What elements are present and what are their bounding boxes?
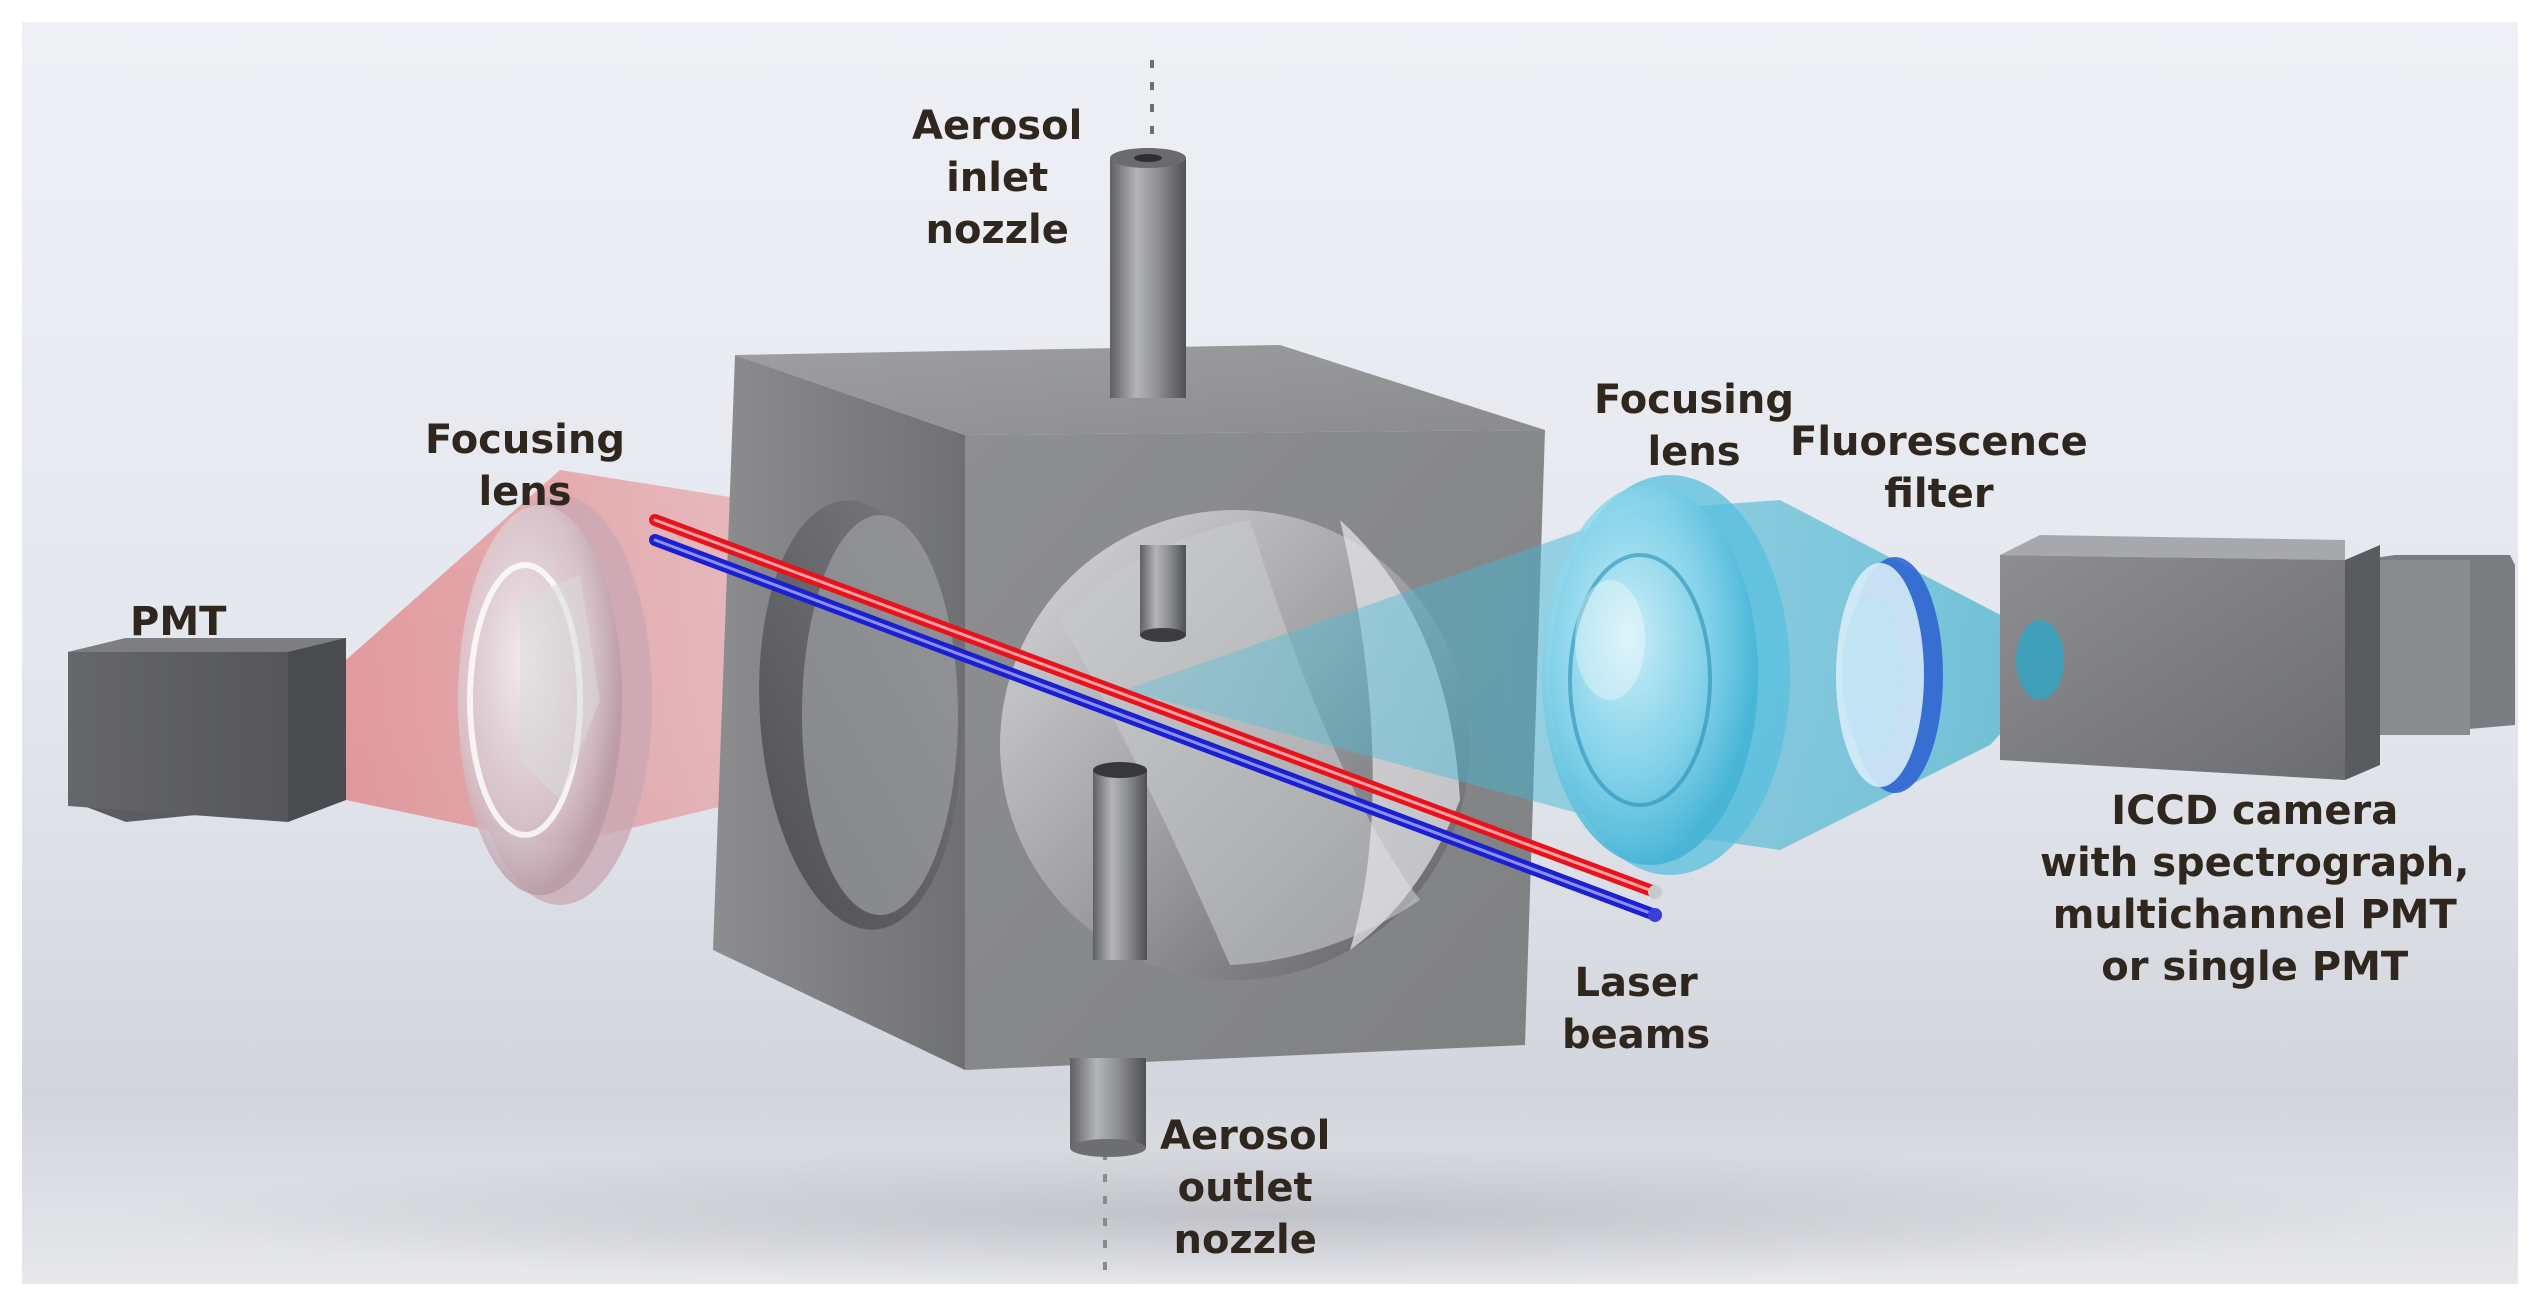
label-pmt: PMT	[130, 596, 226, 648]
focusing-lens-right	[1542, 475, 1790, 875]
label-focusing-lens-left: Focusing lens	[425, 414, 625, 518]
label-laser-beams-line-2: beams	[1562, 1012, 1711, 1058]
label-fluorescence-filter-line-2: filter	[1884, 471, 1994, 517]
aerosol-outlet-nozzle	[1070, 1058, 1146, 1157]
pmt-detector	[68, 638, 346, 822]
label-aerosol-inlet-nozzle: Aerosol inlet nozzle	[912, 100, 1082, 256]
label-iccd-camera-line-1: ICCD camera	[2111, 788, 2399, 834]
label-focusing-lens-left-line-1: Focusing	[425, 417, 625, 463]
label-laser-beams-line-1: Laser	[1574, 960, 1698, 1006]
label-focusing-lens-right-line-2: lens	[1647, 429, 1741, 475]
label-fluorescence-filter-line-1: Fluorescence	[1790, 419, 2088, 465]
label-iccd-camera: ICCD camera with spectrograph, multichan…	[2040, 785, 2469, 993]
label-fluorescence-filter: Fluorescence filter	[1790, 416, 2088, 520]
iccd-camera	[2000, 535, 2515, 780]
label-iccd-camera-line-3: multichannel PMT	[2052, 892, 2457, 938]
label-iccd-camera-line-2: with spectrograph,	[2040, 840, 2470, 886]
label-iccd-camera-line-4: or single PMT	[2101, 944, 2409, 990]
label-pmt-line-1: PMT	[130, 599, 227, 645]
label-aerosol-inlet-line-2: inlet	[946, 155, 1049, 201]
aerosol-inlet-nozzle	[1110, 148, 1186, 398]
label-aerosol-outlet-line-2: outlet	[1177, 1165, 1313, 1211]
label-aerosol-outlet-line-1: Aerosol	[1160, 1113, 1331, 1159]
laser-beams	[649, 514, 1662, 922]
label-laser-beams: Laser beams	[1562, 957, 1710, 1061]
focusing-lens-left	[458, 495, 652, 905]
fluorescence-filter	[1836, 557, 1943, 793]
label-focusing-lens-right: Focusing lens	[1594, 374, 1794, 478]
label-aerosol-inlet-line-3: nozzle	[925, 207, 1069, 253]
label-aerosol-outlet-nozzle: Aerosol outlet nozzle	[1160, 1110, 1330, 1266]
label-focusing-lens-left-line-2: lens	[478, 469, 572, 515]
floor-shadow	[120, 1145, 2420, 1285]
label-aerosol-outlet-line-3: nozzle	[1173, 1217, 1317, 1263]
label-aerosol-inlet-line-1: Aerosol	[912, 103, 1083, 149]
label-focusing-lens-right-line-1: Focusing	[1594, 377, 1794, 423]
